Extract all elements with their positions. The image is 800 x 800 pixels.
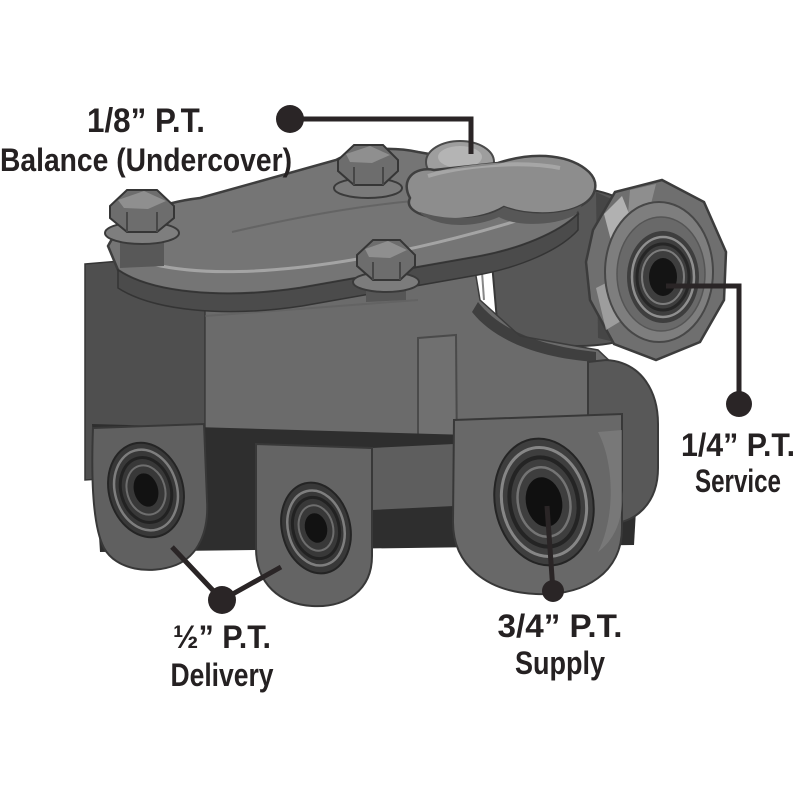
bolt-head-top	[365, 241, 407, 258]
callout-line-balance	[290, 116, 474, 154]
bolt-facets	[372, 262, 401, 280]
label-supply-size: 3/4” P.T.	[498, 608, 623, 644]
label-supply-name: Supply	[515, 645, 605, 681]
lever-highlight	[427, 162, 561, 178]
callout-labels: 1/8” P.T. Balance (Undercover) 1/4” P.T.…	[0, 102, 795, 693]
service-port	[584, 178, 728, 362]
delivery-right-hole	[280, 481, 352, 575]
bolt-head-top	[118, 191, 166, 209]
port-bore	[304, 513, 328, 543]
callout-line-service	[666, 283, 742, 404]
label-balance-size: 1/8” P.T.	[87, 102, 205, 140]
label-delivery-name: Delivery	[171, 657, 274, 693]
bolt-facets	[353, 167, 384, 185]
cover-bolt-top-middle	[333, 144, 403, 199]
supply-port	[451, 412, 623, 596]
cover-bolt-front-left	[104, 189, 180, 268]
label-service-name: Service	[695, 463, 781, 499]
lever-underside	[420, 205, 582, 225]
delivery-port-right	[255, 442, 373, 608]
callout-dot-balance	[276, 105, 304, 133]
port-thread-ring	[630, 235, 696, 319]
port-thread-ring	[507, 455, 581, 549]
body-between-ports	[372, 444, 454, 510]
body-crease	[204, 299, 419, 317]
port-thread-ring	[641, 249, 685, 305]
label-delivery-size: ½” P.T.	[173, 619, 271, 655]
port-bore	[649, 258, 677, 296]
port-thread-ring	[112, 448, 180, 532]
port-thread-ring	[635, 242, 691, 312]
cover-rim-highlight	[151, 204, 563, 274]
bolt-facets	[126, 212, 158, 232]
callout-line-supply	[544, 505, 556, 592]
callout-dots	[208, 105, 752, 614]
delivery-port-left	[91, 422, 209, 571]
delivery-left-hole	[107, 441, 185, 539]
bolt-head-top	[346, 146, 390, 163]
cover-front-edge	[117, 212, 579, 313]
label-service-size: 1/4” P.T.	[681, 427, 795, 463]
port-thread-ring	[290, 495, 342, 561]
port-thread-ring	[499, 445, 589, 559]
lobe-highlight	[598, 430, 623, 552]
callout-dot-delivery	[208, 586, 236, 614]
port-thread-ring	[118, 456, 174, 524]
port-thread-ring	[286, 489, 346, 567]
cover-bolt-front-center	[352, 239, 420, 302]
port-thread-ring	[125, 464, 167, 516]
callout-dot-service	[726, 391, 752, 417]
callout-dot-supply	[542, 580, 564, 602]
port-bore	[525, 477, 563, 527]
body-tube-shadow	[472, 302, 596, 362]
lever-bracket	[405, 154, 597, 225]
port-bore	[133, 473, 159, 507]
label-balance-name: Balance (Undercover)	[0, 142, 292, 178]
port-thread-ring	[297, 504, 335, 552]
